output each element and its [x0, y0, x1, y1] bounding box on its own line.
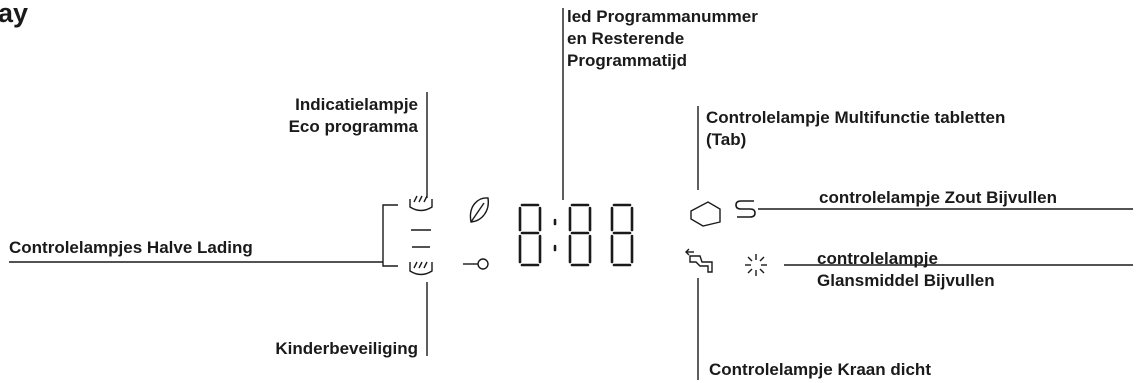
label-child-lock: Kinderbeveiliging — [275, 339, 418, 358]
section-heading: ay — [0, 0, 29, 28]
salt-icon — [735, 200, 756, 218]
label-half-load: Controlelampjes Halve Lading — [9, 238, 253, 257]
multitab-tablet-icon — [690, 201, 721, 227]
label-tap-closed: Controlelampje Kraan dicht — [709, 360, 931, 379]
eco-leaf-icon — [469, 197, 489, 223]
label-line: controlelampje — [817, 249, 938, 268]
label-rinse-aid: controlelampje Glansmiddel Bijvullen — [817, 248, 995, 292]
label-line: Controlelampje Multifunctie tabletten — [706, 108, 1006, 127]
label-line: Programmatijd — [567, 51, 687, 70]
child-lock-key-icon — [463, 258, 489, 270]
rinse-aid-icon — [745, 254, 767, 276]
half-load-bracket — [382, 204, 398, 267]
display-readout: 8:88 — [580, 267, 585, 269]
half-load-lower-icon — [409, 246, 433, 276]
label-multitab: Controlelampje Multifunctie tabletten (T… — [706, 107, 1005, 151]
label-line: Indicatielampje — [295, 95, 418, 114]
label-line: Eco programma — [288, 117, 418, 136]
label-salt: controlelampje Zout Bijvullen — [819, 188, 1058, 207]
label-line: Glansmiddel Bijvullen — [817, 271, 995, 290]
label-line: led Programmanummer — [567, 7, 758, 26]
label-eco: Indicatielampje Eco programma — [289, 94, 418, 138]
label-line: en Resterende — [567, 29, 685, 48]
label-line: (Tab) — [706, 130, 747, 149]
half-load-upper-icon — [409, 195, 433, 231]
tap-closed-icon — [685, 248, 713, 273]
label-led-program: led Programmanummer en Resterende Progra… — [567, 6, 758, 72]
seven-segment-display — [518, 203, 634, 267]
